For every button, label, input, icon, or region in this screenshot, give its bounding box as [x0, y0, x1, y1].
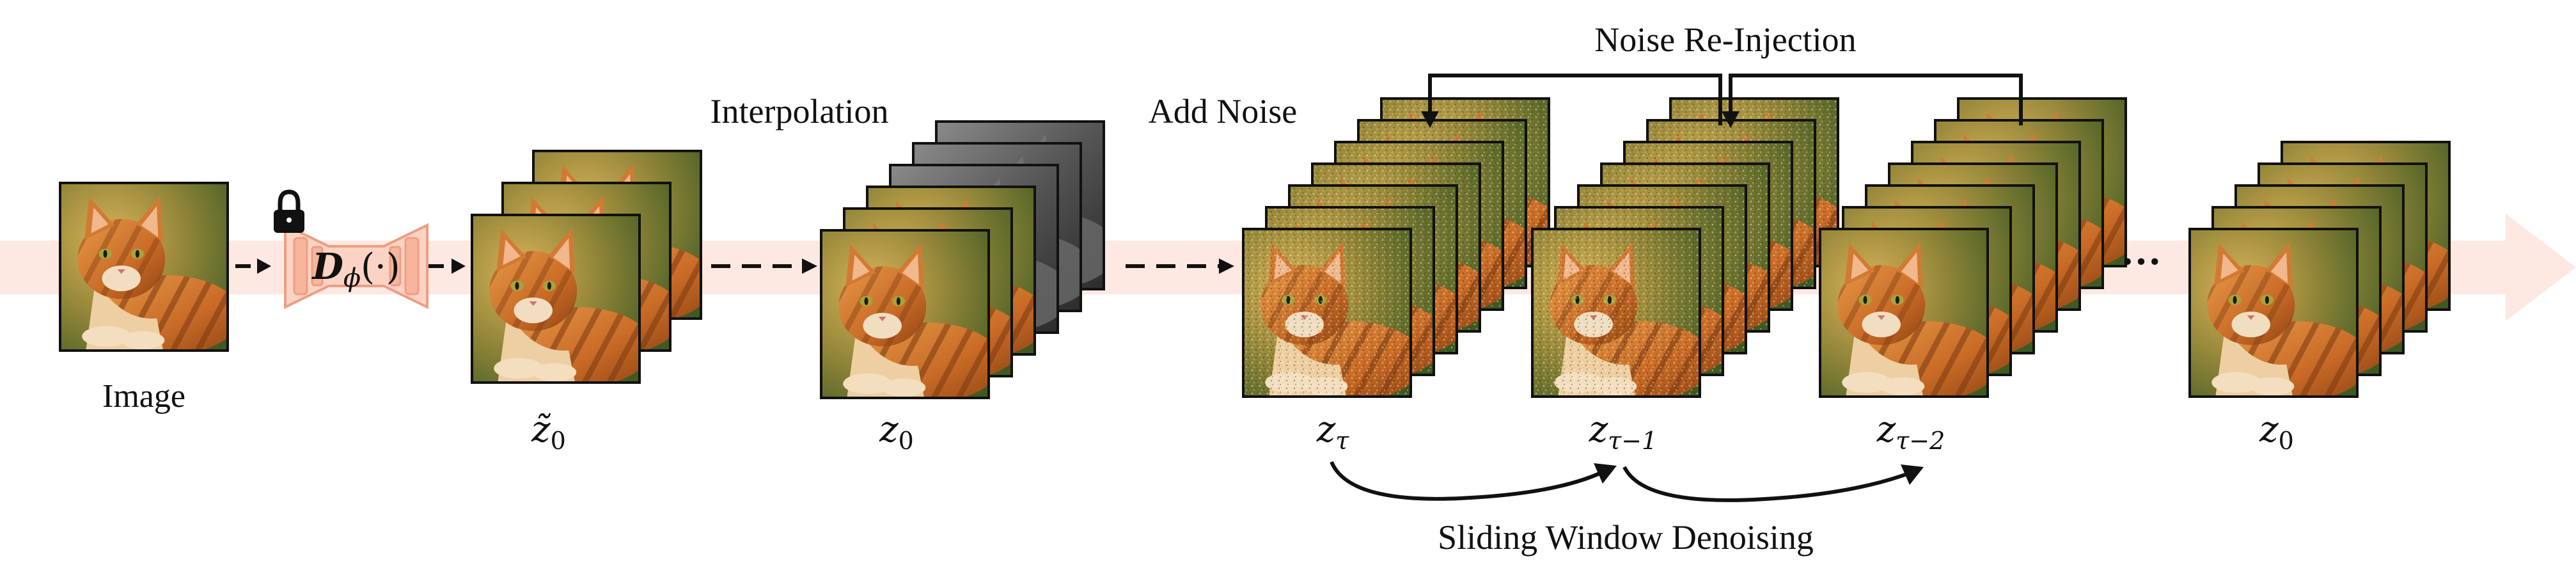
noise-reinjection-label: Noise Re-Injection — [1594, 20, 1856, 59]
z-0-interpolated-label: z0 — [879, 409, 914, 455]
noise-reinjection-arrowheads — [1421, 111, 1740, 128]
frame-stack-z-tilde-0 — [471, 150, 702, 384]
input-image — [59, 182, 229, 352]
video-frame — [471, 214, 641, 384]
z-tau-minus-2-label: zτ−2 — [1876, 409, 1945, 455]
video-frame — [2188, 228, 2359, 398]
video-frame — [1819, 228, 1989, 398]
add-noise-label: Add Noise — [1149, 92, 1297, 131]
sliding-window-arrows — [1330, 461, 1913, 502]
z-tau-minus-1-label: zτ−1 — [1589, 409, 1658, 455]
image-label: Image — [102, 378, 185, 415]
ellipsis: ··· — [2121, 239, 2162, 284]
frame-stack-z-0-interpolated — [820, 120, 1105, 399]
frame-stack-z-tau-minus-2 — [1819, 97, 2127, 398]
frame-stack-z-tau — [1242, 97, 1550, 398]
decoder-block-icon — [284, 223, 428, 310]
dashed-arrow-2 — [428, 258, 466, 274]
decoder-label: Dϕ(·) — [311, 246, 400, 293]
video-frame — [1242, 228, 1412, 398]
video-frame — [1531, 228, 1701, 398]
z-0-final-label: z0 — [2259, 409, 2294, 455]
sliding-window-label: Sliding Window Denoising — [1438, 518, 1814, 557]
sliding-window-arrowheads — [1594, 463, 1924, 485]
video-frame — [820, 229, 990, 399]
dashed-arrow-4 — [1126, 258, 1234, 274]
interpolation-label: Interpolation — [711, 92, 889, 131]
dashed-arrow-3 — [711, 258, 817, 274]
lock-icon — [274, 189, 304, 233]
frame-stack-z-0-final — [2188, 141, 2451, 398]
z-tau-label: zτ — [1316, 409, 1350, 455]
noise-reinjection-arrows — [1428, 74, 2023, 125]
dashed-arrow-1 — [235, 258, 271, 274]
z-tilde-0-label: z̃0 — [531, 409, 566, 455]
frame-stack-z-tau-minus-1 — [1531, 97, 1839, 398]
